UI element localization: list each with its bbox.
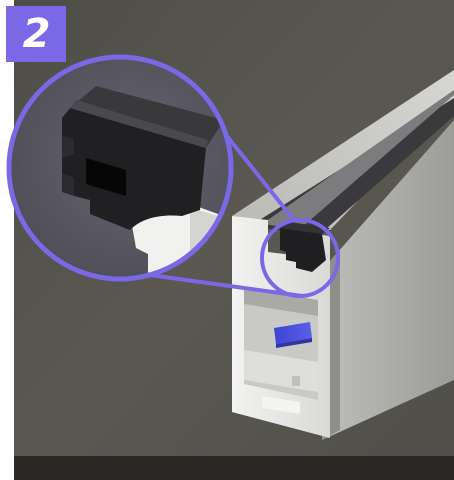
bottom-shadow [14, 456, 454, 480]
profile-bottom-foot [262, 396, 300, 414]
callout-line-bottom [127, 270, 303, 298]
profile-foot-notch [292, 376, 300, 386]
profile-top-groove-highlight [262, 90, 454, 229]
zoom-gasket-body [62, 108, 206, 230]
zoom-gasket-top [70, 86, 224, 148]
step-badge: 2 [6, 6, 66, 62]
profile-side-face [322, 120, 454, 440]
zoom-gasket-fin [62, 136, 74, 158]
zoom-gasket-fin-lower [62, 174, 74, 196]
led-strip [274, 322, 312, 344]
profile-cavity-back [244, 288, 318, 316]
gasket-small-top [280, 222, 330, 234]
callout-line-top [220, 128, 296, 222]
led-strip-edge [276, 338, 312, 348]
zoom-gasket-top-edge [70, 100, 208, 148]
profile-top-surface [232, 70, 454, 230]
left-border [0, 0, 14, 480]
gasket-small [280, 228, 326, 272]
step-number: 2 [22, 11, 51, 57]
zoom-gasket-hollow [86, 158, 126, 196]
